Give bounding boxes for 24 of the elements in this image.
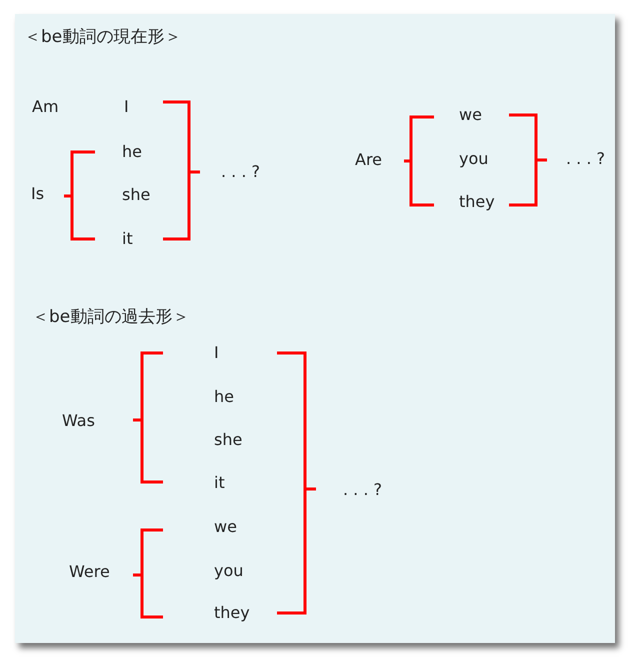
word-label: she — [214, 430, 242, 450]
word-label: Is — [31, 184, 44, 204]
word-label: we — [459, 105, 482, 125]
word-label: they — [214, 603, 250, 623]
word-label: I — [214, 343, 219, 363]
ellipsis-question: . . . ? — [566, 149, 606, 169]
ellipsis-question: . . . ? — [221, 162, 260, 182]
word-label: we — [214, 517, 237, 537]
word-label: she — [122, 185, 150, 205]
word-label: he — [214, 387, 234, 407]
ellipsis-question: . . . ? — [343, 480, 382, 500]
word-label: it — [122, 229, 133, 249]
section-heading: ＜be動詞の現在形＞ — [24, 27, 182, 47]
word-label: you — [214, 561, 244, 581]
word-label: he — [122, 142, 142, 162]
word-label: Were — [69, 562, 110, 582]
word-label: Was — [62, 411, 95, 431]
word-label: you — [459, 149, 488, 169]
word-label: I — [124, 97, 129, 117]
word-label: it — [214, 473, 225, 493]
section-heading: ＜be動詞の過去形＞ — [32, 307, 190, 327]
word-label: Are — [355, 150, 382, 170]
word-label: Am — [32, 97, 59, 117]
word-label: they — [459, 192, 495, 212]
